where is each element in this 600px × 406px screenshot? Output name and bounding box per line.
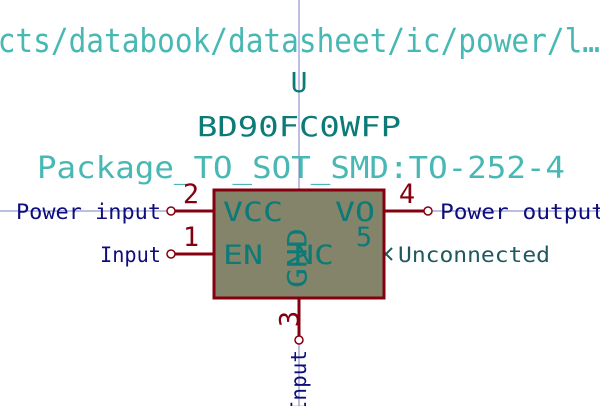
pin-end-circle-vcc[interactable] <box>166 206 176 216</box>
footprint-field: Package_TO_SOT_SMD:TO-252-4 <box>37 151 565 186</box>
net-label-input[interactable]: Input <box>100 243 161 267</box>
net-label-unconnected: Unconnected <box>398 243 550 267</box>
pin-end-circle-gnd[interactable] <box>294 335 304 345</box>
pin-number-gnd: 3 <box>275 311 306 327</box>
pin-name-vo: VO <box>335 197 375 228</box>
part-value[interactable]: BD90FC0WFP <box>197 110 401 143</box>
pin-name-nc: NC <box>294 240 334 271</box>
ic-body[interactable] <box>212 188 386 300</box>
net-label-power-input[interactable]: Power input <box>16 200 161 224</box>
pin-name-en: EN <box>223 240 263 271</box>
net-label-gnd-input[interactable]: Input <box>287 350 311 406</box>
pin-number-vcc: 2 <box>183 179 199 210</box>
pin-end-circle-vo[interactable] <box>423 206 433 216</box>
net-label-power-output[interactable]: Power output <box>440 200 600 224</box>
library-path-field: …cts/databook/datasheet/ic/power/l… <box>0 21 600 60</box>
pin-name-gnd: GND <box>283 228 314 288</box>
pin-end-circle-en[interactable] <box>166 249 176 259</box>
reference-designator[interactable]: U <box>291 66 308 99</box>
pin-name-vcc: VCC <box>223 197 283 228</box>
pin-number-en: 1 <box>183 222 199 253</box>
pin-number-vo: 4 <box>399 179 415 210</box>
pin-number-nc: 5 <box>356 222 372 253</box>
